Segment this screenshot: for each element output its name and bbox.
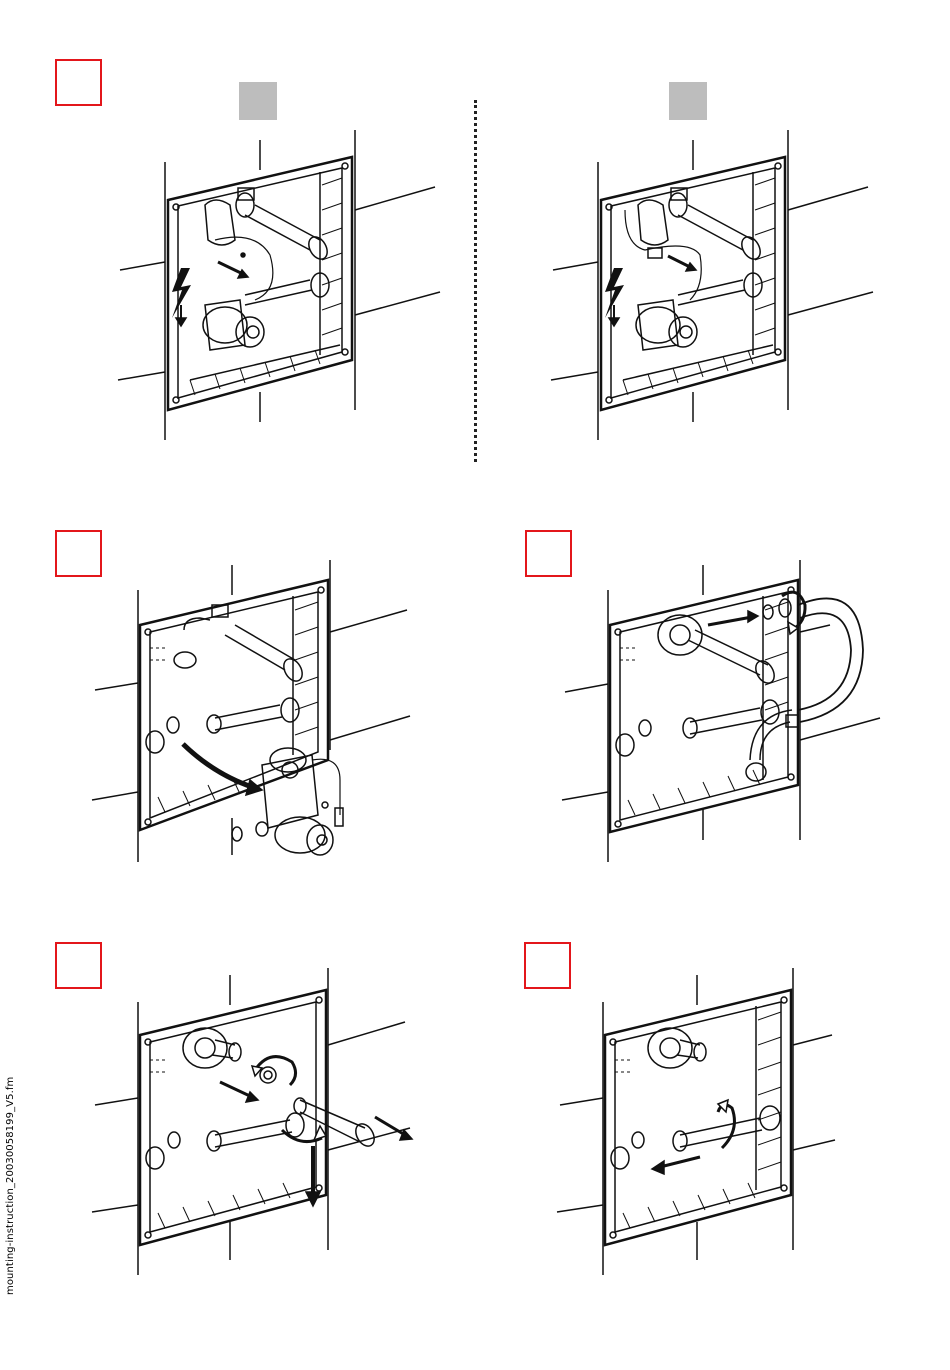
- footer-filename: mounting-instruction_20030058199_V5.fm: [5, 1077, 16, 1295]
